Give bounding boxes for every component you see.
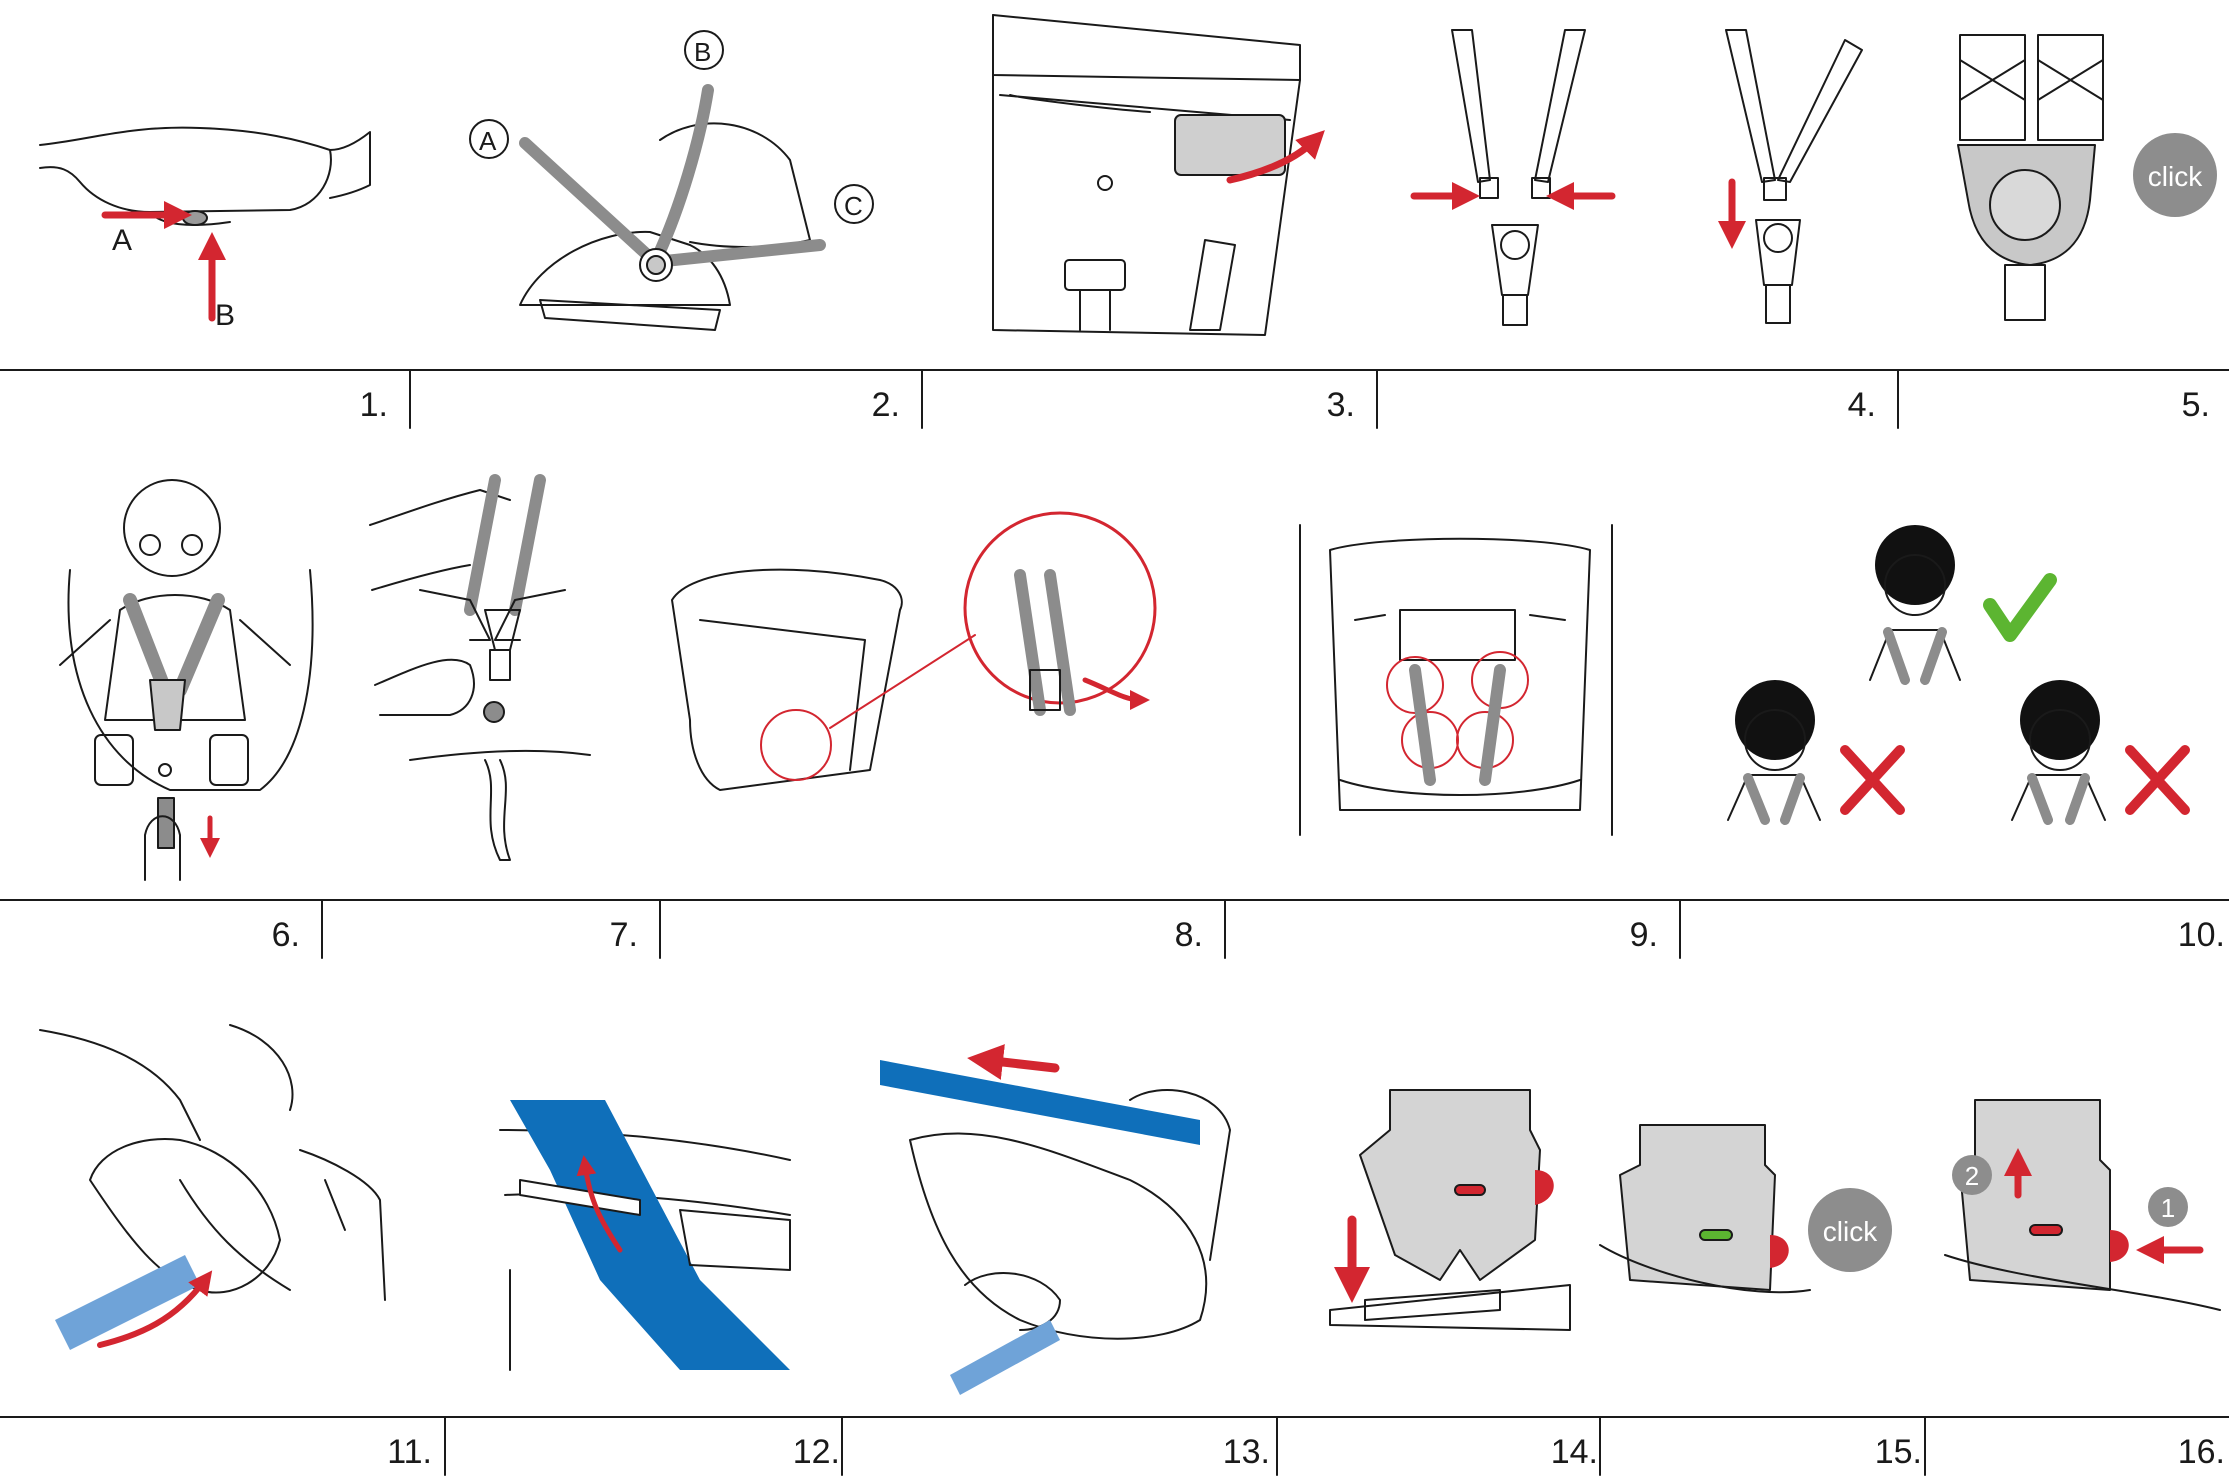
panel-3: [992, 14, 1325, 336]
panel-12: [499, 1100, 791, 1371]
step2-label-b: B: [694, 37, 711, 67]
step-number-15: 15.: [1874, 1433, 1922, 1471]
step-number-3: 3.: [1326, 386, 1355, 424]
panel-4b: [1718, 29, 1863, 324]
step-number-5: 5.: [2181, 386, 2210, 424]
panel-9: [1299, 524, 1613, 836]
step-number-8: 8.: [1174, 916, 1203, 954]
step-number-9: 9.: [1629, 916, 1658, 954]
panel-1: A B: [39, 126, 371, 332]
panel-8: [671, 511, 1157, 791]
arrow-icon: [967, 1044, 1060, 1080]
step-number-13: 13.: [1222, 1433, 1270, 1471]
row-1-divider: [0, 369, 2229, 429]
step16-label-two: 2: [1965, 1161, 1979, 1191]
step1-label-b: B: [215, 299, 235, 332]
click-badge-icon: click: [1808, 1188, 1892, 1272]
step-number-7: 7.: [609, 916, 638, 954]
panel-16: 2 1: [1944, 1099, 2221, 1311]
row-2-divider: [0, 899, 2229, 959]
panel-2: A B C: [469, 30, 874, 331]
step-number-14: 14.: [1550, 1433, 1598, 1471]
panel-10: [1727, 525, 2190, 825]
check-icon: [1983, 573, 2057, 642]
step-number-11: 11.: [387, 1433, 432, 1471]
cross-icon: [1840, 745, 1905, 815]
row-3-divider: [0, 1416, 2229, 1476]
step-number-1: 1.: [359, 386, 388, 424]
panel-6: [59, 479, 314, 881]
step-number-6: 6.: [271, 916, 300, 954]
cross-icon: [2125, 745, 2190, 815]
panel-4a: [1410, 29, 1616, 326]
step-number-16: 16.: [2177, 1433, 2225, 1471]
panel-7: [369, 474, 591, 861]
step16-label-one: 1: [2161, 1193, 2175, 1223]
panel-11: [39, 1024, 386, 1350]
step-number-2: 2.: [871, 386, 900, 424]
panel-5: click: [1957, 34, 2217, 321]
step-number-12: 12.: [792, 1433, 840, 1471]
panel-15: click: [1599, 1124, 1892, 1294]
step1-label-a: A: [112, 224, 132, 257]
step-number-4: 4.: [1847, 386, 1876, 424]
step2-label-c: C: [844, 191, 863, 221]
click-label: click: [2148, 161, 2203, 192]
click-badge-icon: click: [2133, 133, 2217, 217]
step-number-10: 10.: [2177, 916, 2225, 954]
step2-label-a: A: [479, 126, 497, 156]
click-label-2: click: [1823, 1216, 1878, 1247]
panel-14: [1329, 1089, 1571, 1331]
panel-13: [880, 1044, 1231, 1395]
